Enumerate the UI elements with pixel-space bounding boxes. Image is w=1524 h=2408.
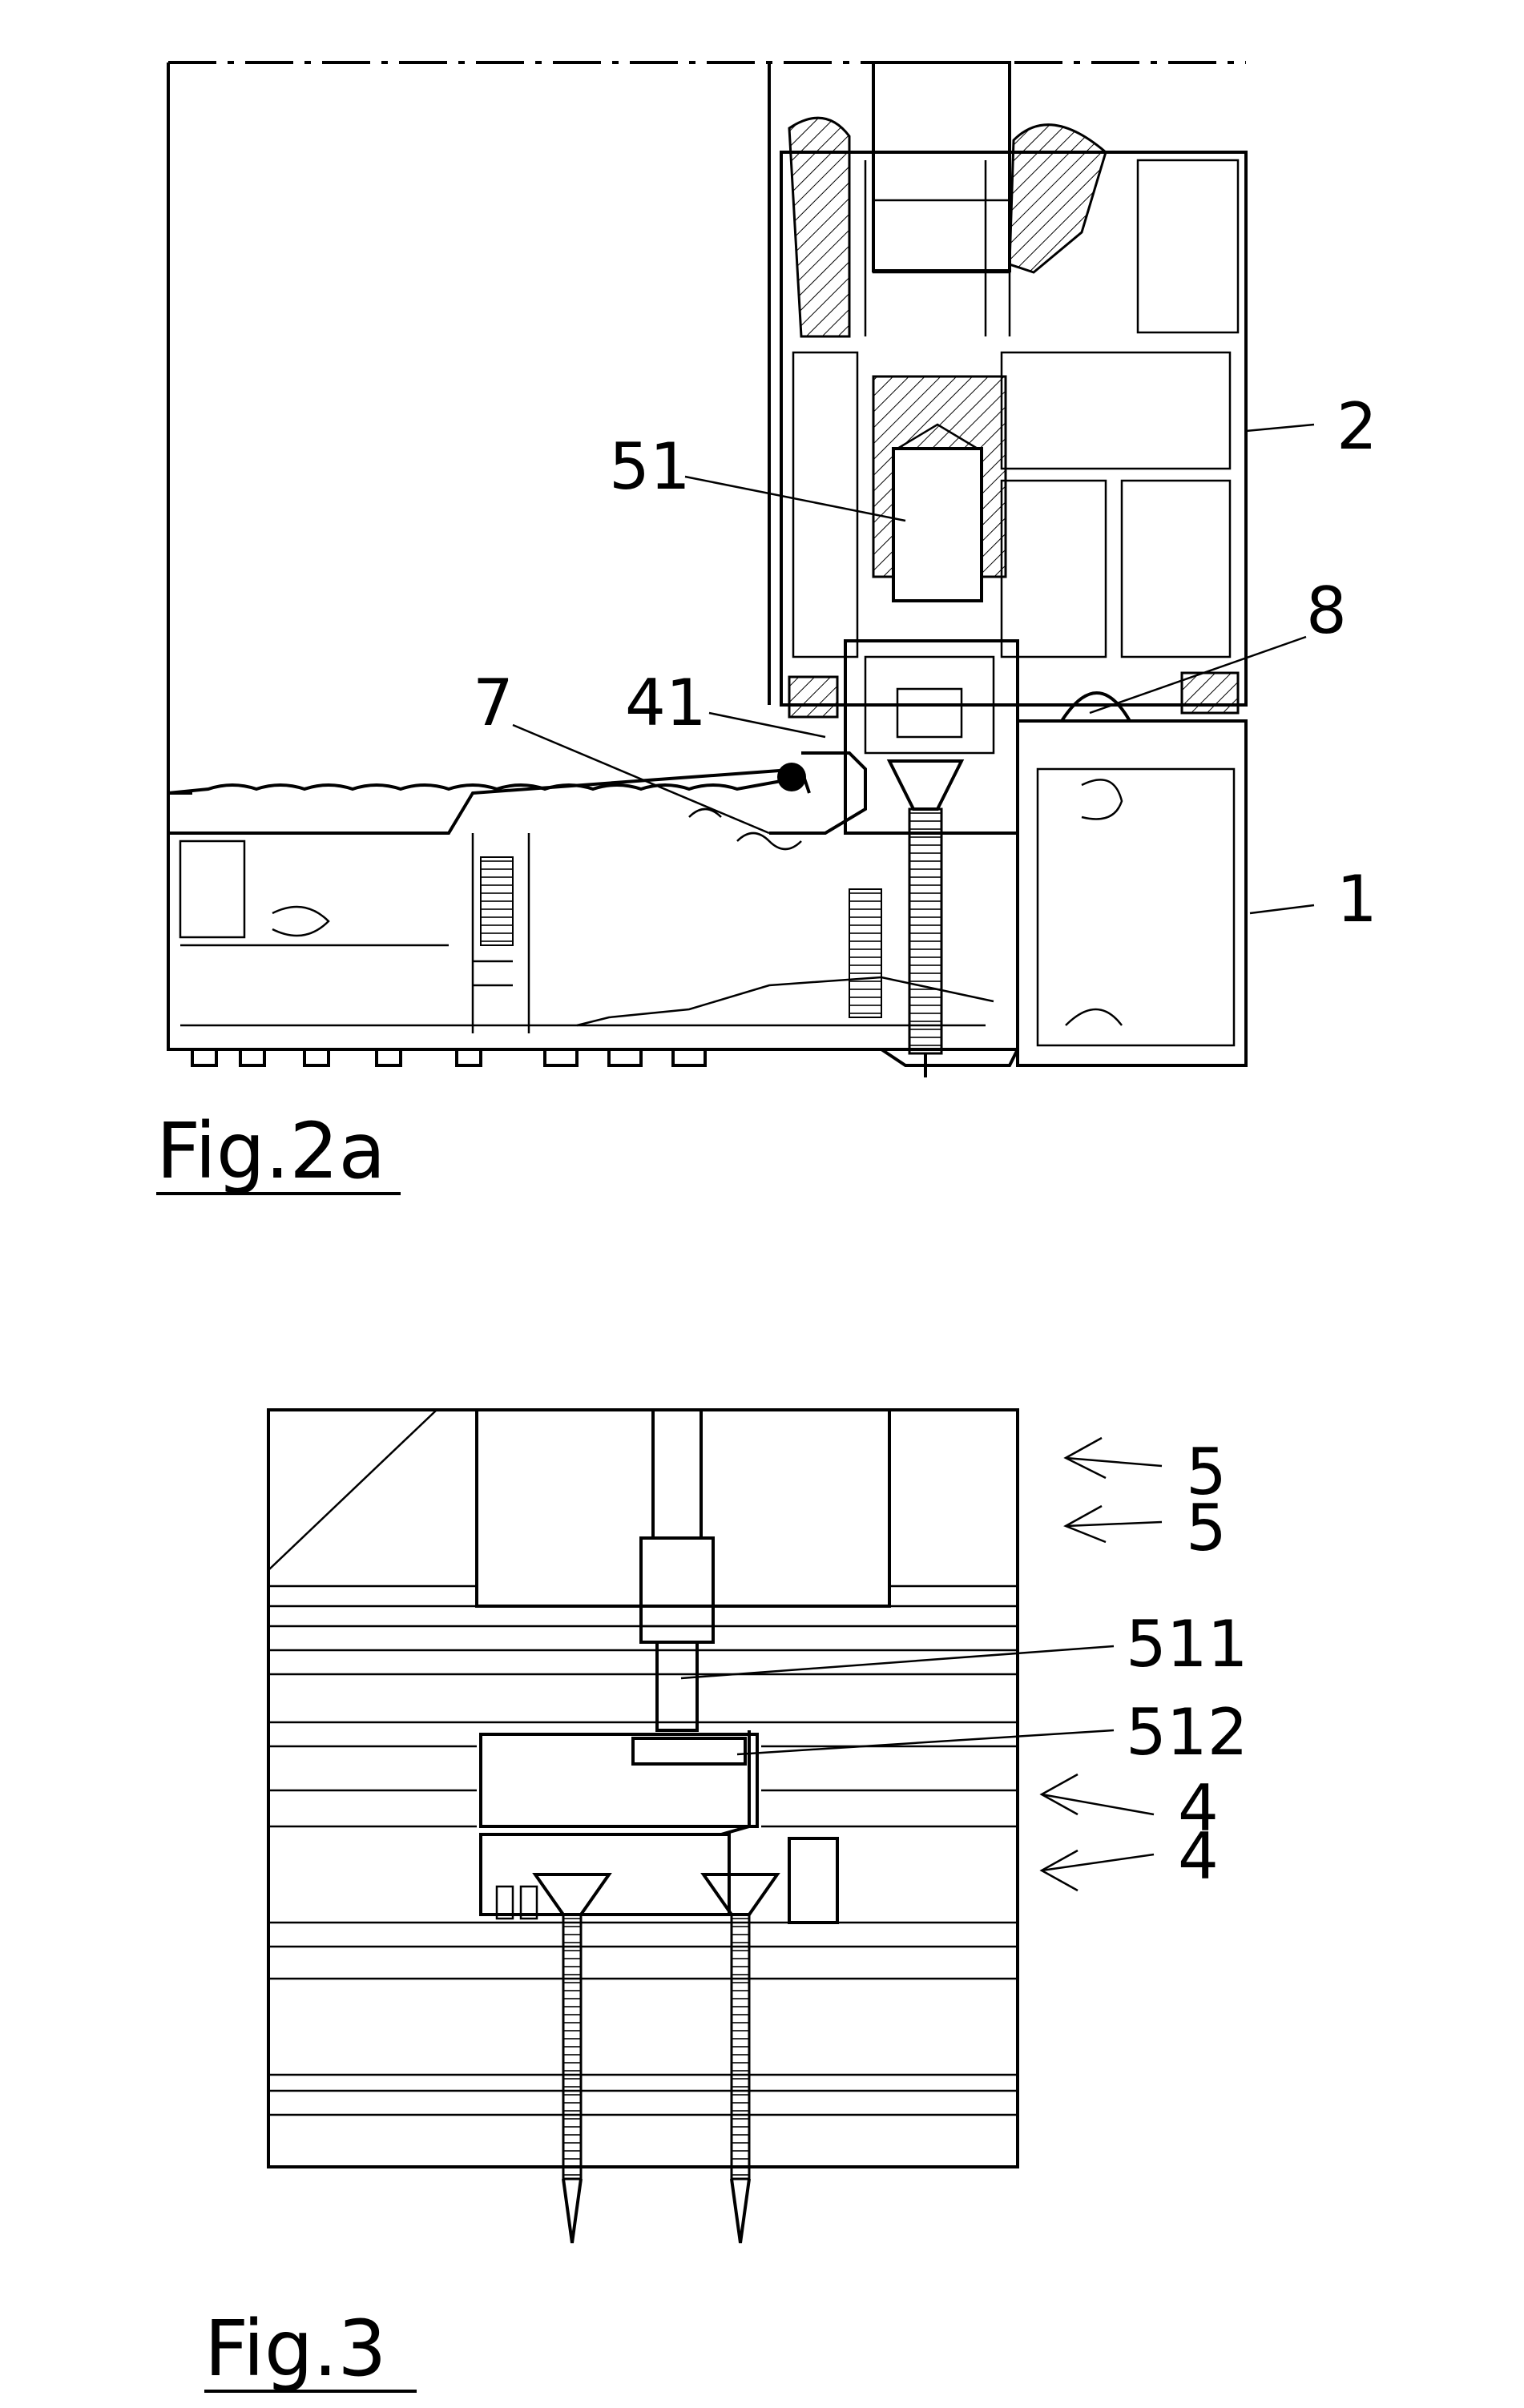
- sill-feet: [192, 1049, 1018, 1065]
- label-7: 7: [473, 666, 514, 740]
- label-5-lower: 5: [1186, 1491, 1227, 1565]
- gasket-right: [1182, 673, 1238, 713]
- frame-screw: [889, 761, 962, 1077]
- screw-left: [535, 1874, 609, 2243]
- label-1: 1: [1337, 862, 1377, 936]
- label-8: 8: [1306, 574, 1347, 648]
- caption-fig-3: Fig.3: [204, 2304, 386, 2394]
- label-41: 41: [625, 666, 707, 740]
- arrow-4b: [1042, 1850, 1154, 1891]
- figure-2a: 2 51 8 7 41 1 Fig.2a: [156, 62, 1377, 1196]
- label-2: 2: [1337, 389, 1377, 464]
- label-511: 511: [1126, 1607, 1248, 1681]
- caption-fig-2a: Fig.2a: [156, 1106, 385, 1196]
- seal-7: [777, 763, 806, 791]
- frame-profile-1: [1018, 721, 1246, 1065]
- label-512: 512: [1126, 1695, 1248, 1770]
- leader-2: [1246, 425, 1314, 431]
- gasket-left: [789, 677, 837, 717]
- label-51: 51: [609, 429, 691, 504]
- fig3-outline: [268, 1410, 1018, 2167]
- clip-8: [1062, 693, 1130, 721]
- hardware-housing: [845, 641, 1018, 833]
- screw-right: [704, 1874, 777, 2243]
- leader-7: [513, 725, 769, 833]
- glass-pane: [873, 62, 1010, 271]
- figure-3: 5 5 511 512 4 4 Fig.3: [204, 1410, 1248, 2394]
- leader-1: [1250, 905, 1314, 913]
- sill-profile: [168, 769, 1018, 1049]
- glazing-gasket-left: [789, 118, 849, 336]
- arrow-5b: [1066, 1506, 1162, 1542]
- bolt-51: [893, 449, 982, 601]
- spindle-511: [641, 1410, 713, 1730]
- arrow-4a: [1042, 1774, 1154, 1814]
- washer-512: [633, 1738, 745, 1764]
- leader-512: [737, 1730, 1114, 1754]
- glazing-gasket-right: [1010, 125, 1106, 272]
- part-41: [769, 753, 865, 833]
- arrow-5a: [1066, 1438, 1162, 1478]
- label-4-lower: 4: [1178, 1819, 1219, 1894]
